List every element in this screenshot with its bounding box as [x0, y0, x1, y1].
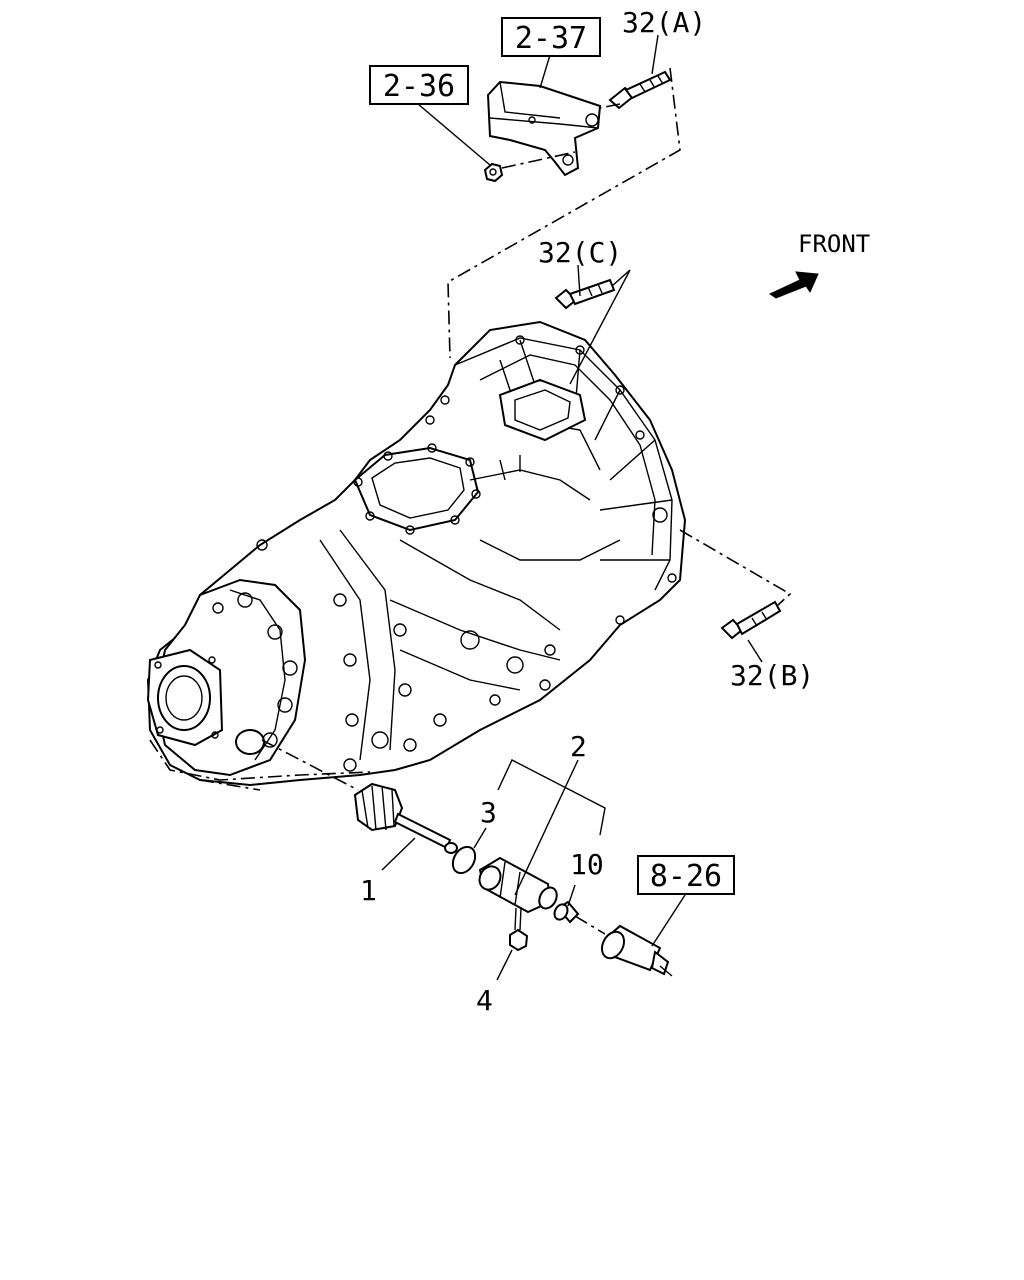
bolt-c [554, 278, 616, 310]
leader-32c [577, 264, 581, 297]
ref-label-2-37: 2-37 [515, 21, 587, 56]
speed-sensor [574, 915, 673, 977]
label-part-4: 4 [476, 984, 493, 1017]
leader-32c-a [569, 269, 631, 385]
ref-box-8-26[interactable]: 8-26 [637, 855, 735, 895]
plug [553, 900, 580, 924]
label-part-1: 1 [360, 874, 377, 907]
leader-1 [381, 837, 416, 871]
mount-bracket [486, 80, 602, 177]
guide-line-b [679, 529, 792, 606]
leader-32c-b [611, 269, 631, 287]
leader-32b [747, 639, 763, 663]
transmission-housing [146, 320, 687, 791]
leader-3 [473, 827, 487, 849]
leader-2 [514, 759, 579, 896]
speedometer-sleeve [478, 856, 558, 914]
front-arrow-icon [768, 271, 819, 299]
ref-box-2-37[interactable]: 2-37 [501, 17, 601, 57]
bolt-b [720, 600, 782, 640]
label-32a: 32(A) [622, 6, 706, 39]
leader-32a [651, 34, 659, 75]
label-32b: 32(B) [730, 659, 814, 692]
ref-label-2-36: 2-36 [383, 69, 455, 104]
label-32c: 32(C) [538, 236, 622, 269]
label-part-2: 2 [570, 730, 587, 763]
leader-2-36 [417, 103, 491, 166]
guide-line-a [447, 67, 681, 359]
leader-10 [567, 884, 576, 907]
bolt-a [608, 70, 672, 110]
label-part-3: 3 [480, 796, 497, 829]
speedometer-drive-gear [261, 739, 458, 854]
bracket-3-10 [497, 759, 606, 836]
leader-8-26 [651, 894, 686, 947]
label-part-10: 10 [570, 848, 604, 881]
ref-label-8-26: 8-26 [650, 859, 722, 894]
ref-box-2-36[interactable]: 2-36 [369, 65, 469, 105]
bracket-nut [483, 162, 504, 183]
front-label: FRONT [798, 230, 870, 258]
lock-bolt [509, 907, 529, 952]
o-ring [451, 845, 477, 875]
leader-2-37 [539, 54, 551, 89]
leader-4 [496, 949, 513, 981]
